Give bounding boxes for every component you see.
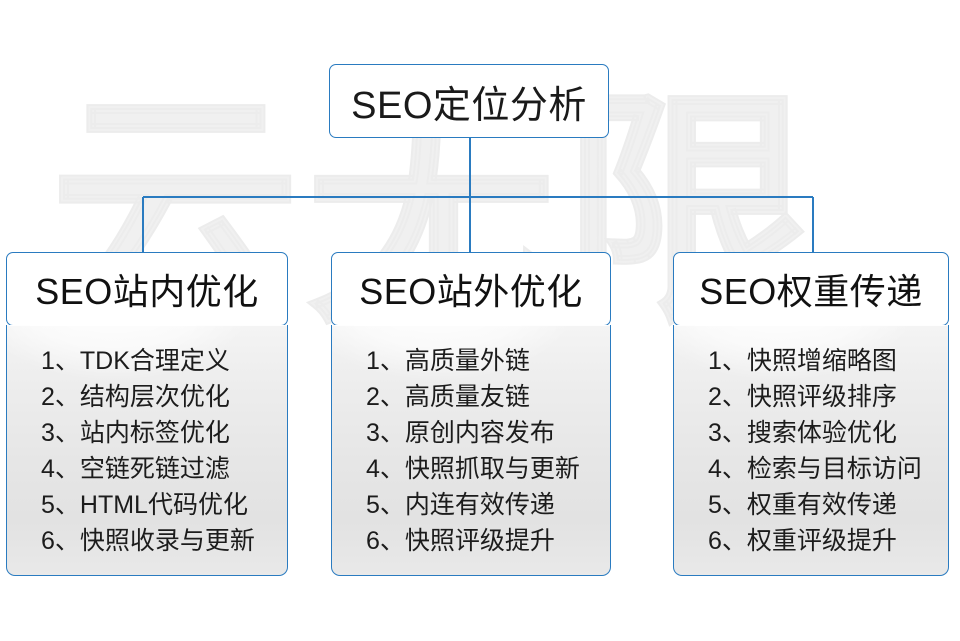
list-item-label: 快照评级排序 [746,383,897,411]
list-item-number: 5、 [708,491,747,519]
list-item-number: 2、 [366,383,405,411]
list-item-label: 权重评级提升 [746,527,897,555]
list-item-label: 快照增缩略图 [746,347,897,375]
list-item-number: 1、 [41,347,80,375]
list-item[interactable]: 3、搜索体验优化 [708,415,948,451]
list-item-number: 5、 [366,491,405,519]
column-seo-weight-transfer: SEO权重传递 1、快照增缩略图 2、快照评级排序 3、搜索体验优化 4、检索与… [673,252,949,576]
list-item-number: 6、 [366,527,405,555]
list-item-label: 检索与目标访问 [746,455,922,483]
list-item-label: 原创内容发布 [404,419,555,447]
list-item-number: 3、 [708,419,747,447]
list-item[interactable]: 6、快照收录与更新 [41,523,287,559]
column-header-label-2: SEO站外优化 [359,271,583,312]
list-item-number: 6、 [708,527,747,555]
item-list-2: 1、高质量外链 2、高质量友链 3、原创内容发布 4、快照抓取与更新 5、内连有… [332,343,610,559]
list-item-number: 2、 [41,383,80,411]
item-list-3: 1、快照增缩略图 2、快照评级排序 3、搜索体验优化 4、检索与目标访问 5、权… [674,343,948,559]
list-item-label: 权重有效传递 [746,491,897,519]
list-item-label: TDK合理定义 [79,347,230,375]
list-item[interactable]: 2、结构层次优化 [41,379,287,415]
column-body-1: 1、TDK合理定义 2、结构层次优化 3、站内标签优化 4、空链死链过滤 5、H… [6,325,288,576]
list-item-label: 空链死链过滤 [79,455,230,483]
list-item-label: 快照评级提升 [404,527,555,555]
list-item[interactable]: 1、快照增缩略图 [708,343,948,379]
column-body-3: 1、快照增缩略图 2、快照评级排序 3、搜索体验优化 4、检索与目标访问 5、权… [673,325,949,576]
list-item-number: 5、 [41,491,80,519]
list-item-label: 结构层次优化 [79,383,230,411]
column-seo-onsite: SEO站内优化 1、TDK合理定义 2、结构层次优化 3、站内标签优化 4、空链… [6,252,288,576]
list-item-label: 站内标签优化 [79,419,230,447]
list-item[interactable]: 4、快照抓取与更新 [366,451,610,487]
list-item-label: 快照收录与更新 [79,527,255,555]
column-header-2[interactable]: SEO站外优化 [331,252,611,326]
list-item-number: 1、 [708,347,747,375]
list-item-number: 2、 [708,383,747,411]
list-item-number: 4、 [708,455,747,483]
column-header-label-1: SEO站内优化 [35,271,259,312]
list-item-label: 高质量友链 [404,383,530,411]
list-item[interactable]: 2、快照评级排序 [708,379,948,415]
list-item-number: 4、 [41,455,80,483]
list-item[interactable]: 4、检索与目标访问 [708,451,948,487]
list-item-label: 内连有效传递 [404,491,555,519]
column-header-3[interactable]: SEO权重传递 [673,252,949,326]
list-item-label: 搜索体验优化 [746,419,897,447]
column-body-2: 1、高质量外链 2、高质量友链 3、原创内容发布 4、快照抓取与更新 5、内连有… [331,325,611,576]
list-item-number: 1、 [366,347,405,375]
list-item-label: HTML代码优化 [79,491,248,519]
list-item-label: 快照抓取与更新 [404,455,580,483]
list-item[interactable]: 1、高质量外链 [366,343,610,379]
list-item[interactable]: 6、权重评级提升 [708,523,948,559]
list-item-number: 3、 [41,419,80,447]
list-item-number: 4、 [366,455,405,483]
list-item-number: 3、 [366,419,405,447]
list-item-number: 6、 [41,527,80,555]
column-header-label-3: SEO权重传递 [699,271,923,312]
list-item[interactable]: 5、HTML代码优化 [41,487,287,523]
list-item-label: 高质量外链 [404,347,530,375]
root-node-label: SEO定位分析 [351,84,587,127]
root-node[interactable]: SEO定位分析 [329,64,609,138]
list-item[interactable]: 5、权重有效传递 [708,487,948,523]
column-header-1[interactable]: SEO站内优化 [6,252,288,326]
list-item[interactable]: 6、快照评级提升 [366,523,610,559]
list-item[interactable]: 2、高质量友链 [366,379,610,415]
column-seo-offsite: SEO站外优化 1、高质量外链 2、高质量友链 3、原创内容发布 4、快照抓取与… [331,252,611,576]
list-item[interactable]: 3、原创内容发布 [366,415,610,451]
list-item[interactable]: 3、站内标签优化 [41,415,287,451]
list-item[interactable]: 4、空链死链过滤 [41,451,287,487]
list-item[interactable]: 1、TDK合理定义 [41,343,287,379]
list-item[interactable]: 5、内连有效传递 [366,487,610,523]
item-list-1: 1、TDK合理定义 2、结构层次优化 3、站内标签优化 4、空链死链过滤 5、H… [7,343,287,559]
